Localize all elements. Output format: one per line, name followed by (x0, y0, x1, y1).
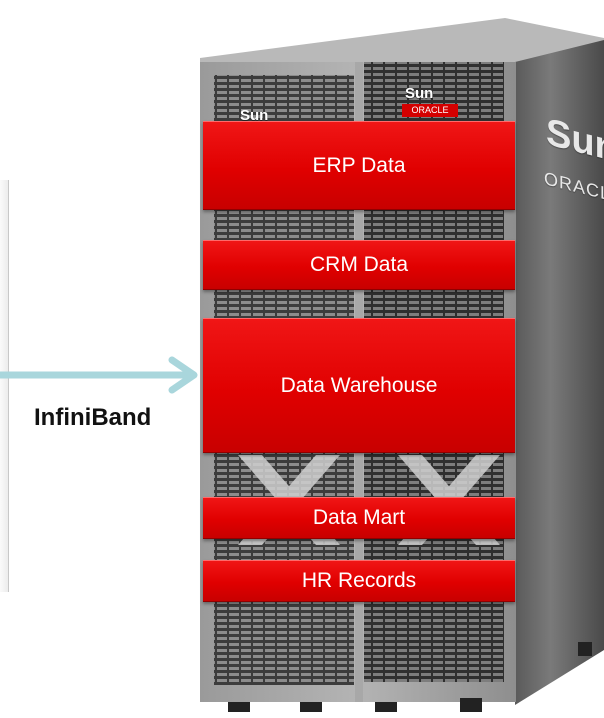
left-server-edge (0, 180, 9, 592)
band-hr-records: HR Records (203, 560, 515, 602)
infiniband-label: InfiniBand (34, 404, 152, 431)
sun-logo-left-door: Sun (240, 107, 269, 124)
sun-logo-front: Sun (405, 85, 434, 102)
band-data-mart: Data Mart (203, 497, 515, 539)
band-data-warehouse: Data Warehouse (203, 318, 515, 453)
band-crm-data: CRM Data (203, 240, 515, 290)
band-erp-data: ERP Data (203, 121, 515, 210)
oracle-badge-front: ORACLE (402, 104, 458, 117)
infiniband-arrow (0, 356, 198, 394)
